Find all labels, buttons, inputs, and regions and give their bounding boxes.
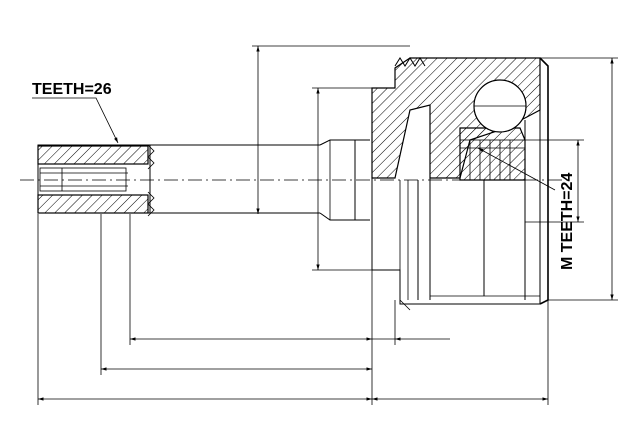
shaft-body (150, 139, 370, 221)
dimension-lines (37, 45, 618, 405)
shaft-spline-end (37, 144, 155, 217)
inner-race-and-ball (459, 79, 527, 181)
leader-lines (32, 97, 556, 191)
joint-spline-teeth-label: M TEETH=24 (559, 173, 576, 270)
shaft-spline-teeth-label: TEETH=26 (32, 81, 112, 98)
